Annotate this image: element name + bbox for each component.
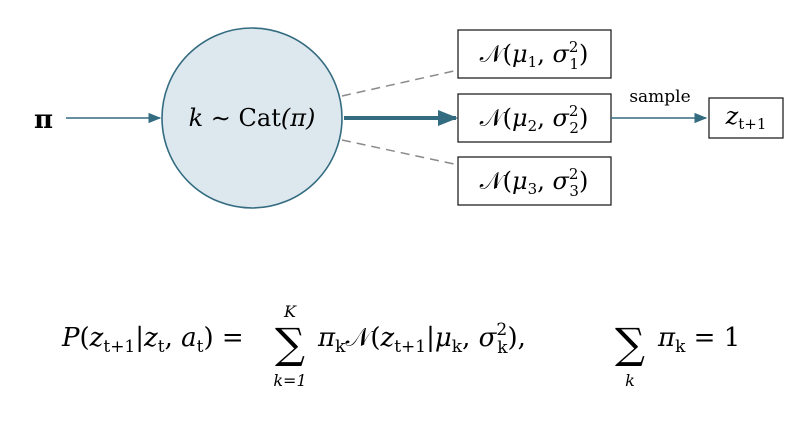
selector-prefix: k ∼: [189, 104, 239, 132]
selector-fn: Cat: [239, 104, 282, 132]
sample-label: sample: [629, 87, 690, 107]
component-box-3: [457, 156, 612, 206]
edge-dashed-lower: [341, 139, 455, 165]
input-pi-label: π: [34, 105, 53, 135]
sigma-subscript: 2: [569, 119, 579, 137]
component-box-1: [457, 29, 612, 79]
selector-arg: (π): [281, 104, 316, 132]
normal-symbol: 𝒩: [480, 167, 507, 195]
categorical-node-label: k ∼ Cat(π): [189, 104, 316, 132]
mixture-equation: P(zt+1|zt, at) = K ∑ k=1 πk𝒩(zt+1|μk, σ2…: [61, 302, 740, 390]
second-sum-symbol: ∑: [615, 319, 645, 368]
mu-subscript: 1: [528, 53, 538, 71]
sum-lower-limit: k=1: [273, 371, 306, 390]
output-label: zt+1: [725, 102, 767, 133]
output-z: z: [725, 102, 739, 130]
edge-dashed-upper: [341, 70, 455, 97]
output-subscript: t+1: [738, 115, 766, 133]
constraint-rhs: πk = 1: [657, 323, 740, 357]
sigma-subscript: 1: [569, 55, 579, 73]
sum-symbol: ∑: [275, 319, 305, 368]
mu-subscript: 2: [528, 117, 538, 135]
normal-symbol: 𝒩: [480, 40, 507, 68]
normal-symbol: 𝒩: [480, 104, 507, 132]
categorical-node: [161, 27, 343, 209]
output-box: [708, 97, 784, 139]
sigma-subscript: 3: [569, 182, 579, 200]
second-sum-lower-limit: k: [625, 371, 635, 390]
sum-upper-limit: K: [283, 302, 297, 321]
mu-subscript: 3: [528, 180, 538, 198]
equation-lhs: P(zt+1|zt, at) =: [61, 323, 244, 357]
component-box-2: [457, 93, 612, 143]
